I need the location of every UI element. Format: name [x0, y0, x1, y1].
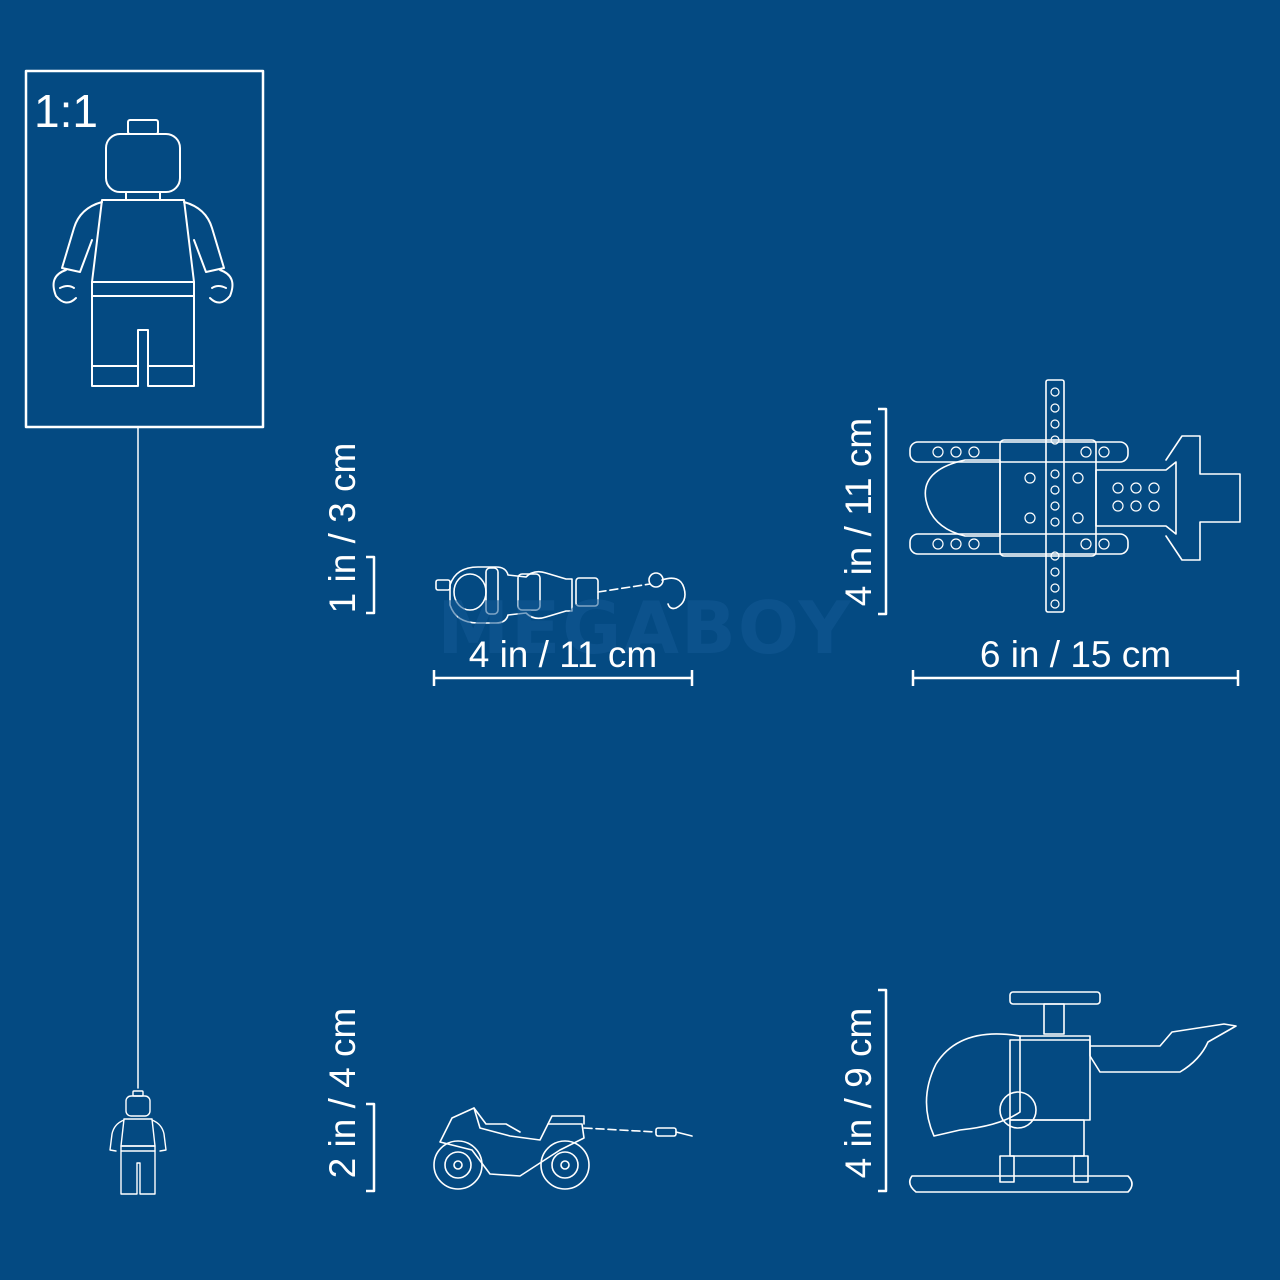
- scale-frame: [24, 69, 265, 1089]
- minifigure-small-icon: [109, 1090, 167, 1195]
- scale-label: 1:1: [34, 85, 98, 137]
- motorbike-side-height-label: 2 in / 4 cm: [322, 1007, 363, 1179]
- helicopter-top-length-label: 6 in / 15 cm: [979, 634, 1172, 675]
- helicopter-side-height-label: 4 in / 9 cm: [838, 1007, 879, 1179]
- motorbike-top-length-label: 4 in / 11 cm: [468, 634, 658, 675]
- motorbike-top-height-label: 1 in / 3 cm: [322, 442, 363, 614]
- helicopter-side-view-icon: [908, 991, 1237, 1193]
- helicopter-top-view-icon: [909, 379, 1241, 613]
- minifigure-large-icon: [52, 119, 234, 387]
- dimension-lines: [366, 407, 1240, 1193]
- helicopter-top-width-label: 4 in / 11 cm: [838, 417, 879, 607]
- motorbike-top-view-icon: [435, 566, 686, 624]
- watermark-text: MEGABOY: [437, 586, 853, 670]
- motorbike-side-view-icon: [433, 1107, 693, 1190]
